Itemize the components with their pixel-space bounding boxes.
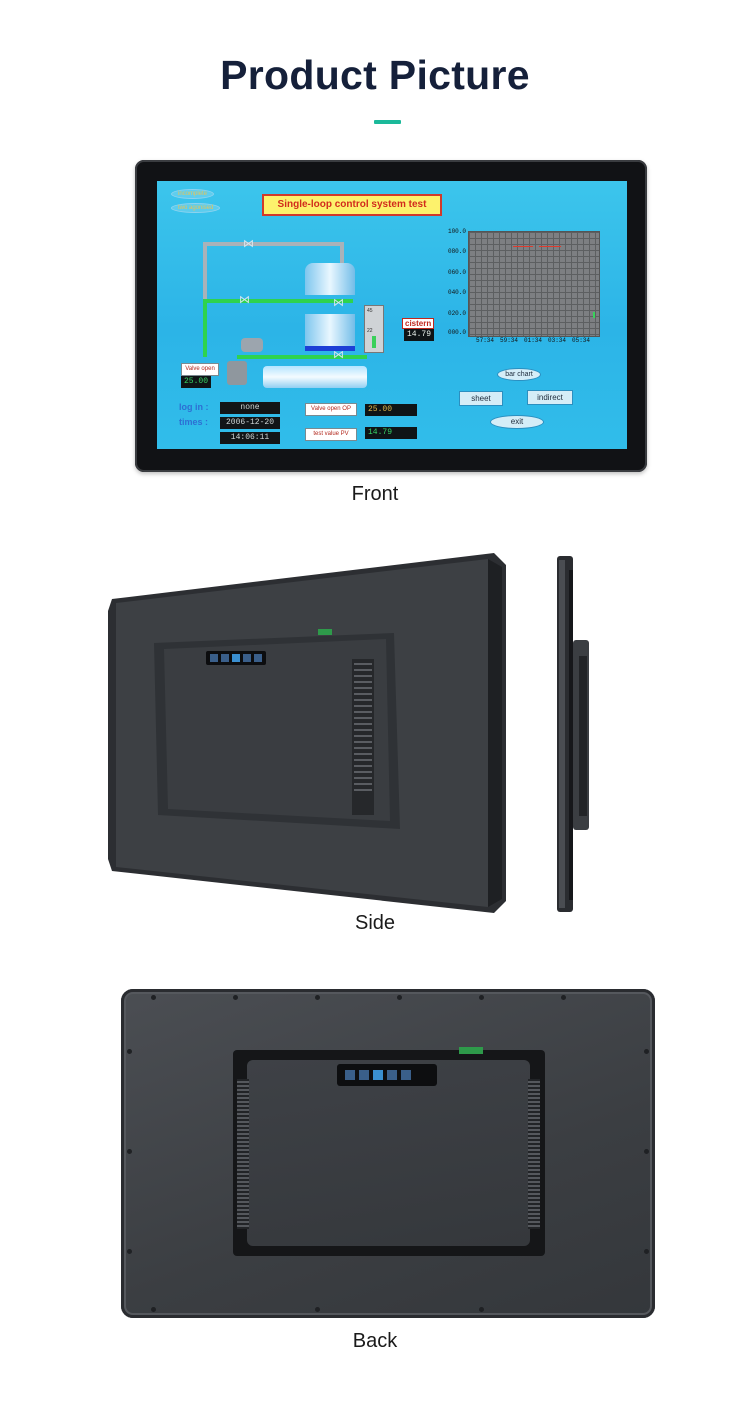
gauge-top-label: 45 [367,308,373,314]
gauge-level-fill [372,336,376,348]
chart-y-tick: 100.0 [447,228,466,235]
valve-icon: ⋈ [333,349,344,361]
chart-x-tick: 59:34 [500,337,519,344]
chart-x-tick: 01:34 [524,337,543,344]
trend-marker-green [593,312,595,318]
back-caption: Back [352,1330,398,1352]
right-heat-fins [528,1079,540,1229]
chart-y-tick: 080.0 [447,248,466,255]
chart-y-tick: 020.0 [447,310,466,317]
cistern-gauge: 45 22 [364,305,384,353]
green-pipe-lower [237,355,367,359]
gauge-mid-label: 22 [367,328,373,334]
test-value-pv-label: test value PV [305,428,357,441]
valve-open-op-label: Valve open OP [305,403,357,416]
times-label: times : [179,417,209,427]
title-accent-bar [374,120,401,124]
trend-line-red [539,246,561,247]
back-housing [247,1060,530,1246]
system-title-box: Single-loop control system test [262,194,442,216]
valve-open-label: Valve open [181,363,219,376]
screw [479,1307,484,1312]
indirect-button[interactable]: indirect [527,390,573,405]
chart-x-tick: 05:34 [572,337,591,344]
cistern-label: cistern [402,318,435,329]
valve-open-op-value: 25.00 [365,404,417,416]
page-title: Product Picture [220,52,530,98]
cistern-value: 14.79 [404,329,435,341]
trend-line-red [513,246,533,247]
usb-port-icon [345,1070,355,1080]
chart-x-tick: 57:34 [476,337,495,344]
pump-unit [227,361,247,385]
lan-port-icon [373,1070,383,1080]
valve-icon: ⋈ [333,297,344,309]
screw [397,995,402,1000]
side-view-monitor [108,553,506,913]
screw [151,1307,156,1312]
side-caption: Side [354,912,396,934]
chart-y-tick: 060.0 [447,269,466,276]
monitor-screen: incomplete two agonised Single-loop cont… [157,181,627,449]
screw [127,1049,132,1054]
screw [127,1249,132,1254]
screw [644,1249,649,1254]
left-heat-fins [237,1079,249,1229]
green-pipe-upper [203,299,353,303]
screw [561,995,566,1000]
screw [479,995,484,1000]
date-value: 2006-12-20 [220,417,280,429]
terminal-block [459,1047,483,1054]
io-port-panel [337,1064,437,1086]
exit-button[interactable]: exit [490,415,544,429]
front-caption: Front [351,483,399,505]
chart-y-tick: 040.0 [447,289,466,296]
usb-port-icon [359,1070,369,1080]
green-pipe-left [203,299,207,357]
time-value: 14:06:11 [220,432,280,444]
screw [315,1307,320,1312]
bar-chart-button[interactable]: bar chart [497,368,541,381]
top-pipe [203,242,343,246]
log-in-label: log in : [179,402,209,412]
chart-y-tick: 000.0 [447,329,466,336]
audio-port-icon [387,1070,397,1080]
chart-plot-area [468,231,600,337]
two-agonised-pill[interactable]: two agonised [171,203,221,213]
valve-icon: ⋈ [243,238,254,250]
screw [151,995,156,1000]
side-edge-monitor [557,556,589,912]
sheet-button[interactable]: sheet [459,391,503,406]
chart-x-tick: 03:34 [548,337,567,344]
front-view-monitor: incomplete two agonised Single-loop cont… [135,160,647,472]
log-in-value: none [220,402,280,414]
screw [233,995,238,1000]
trend-chart: 100.0 080.0 060.0 040.0 020.0 000.0 57:3… [440,225,608,344]
upper-tank [305,263,355,295]
valve-open-value: 25.00 [181,376,212,388]
screw [127,1149,132,1154]
back-view-monitor [121,989,655,1318]
lower-tank [305,314,355,351]
pump-shape [241,338,263,352]
top-right-pipe [340,242,344,272]
screw [315,995,320,1000]
test-value-pv-value: 14.79 [365,427,417,439]
screw [644,1149,649,1154]
power-port-icon [401,1070,411,1080]
screw [644,1049,649,1054]
incomplete-pill[interactable]: incomplete [171,189,215,199]
base-tank [263,366,367,388]
valve-icon: ⋈ [239,294,250,306]
